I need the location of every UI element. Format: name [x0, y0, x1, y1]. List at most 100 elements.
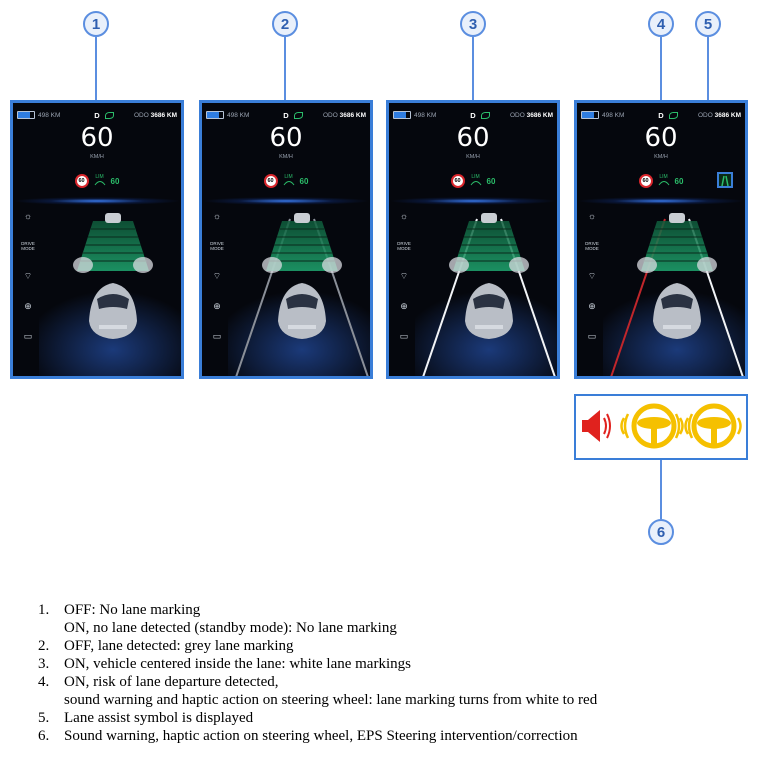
odometer: ODO 3686 KM	[510, 111, 553, 119]
callout-2: 2	[272, 11, 298, 37]
drive-mode-label: DRIVE MODE	[397, 241, 411, 251]
legend-item: 3. ON, vehicle centered inside the lane: …	[38, 655, 738, 673]
wiper-icon: ⌔	[399, 270, 409, 281]
limiter-value: 60	[674, 176, 684, 186]
ego-car-icon	[89, 283, 137, 339]
status-bar: 498 KM D ODO 3686 KM	[393, 109, 553, 121]
steering-wheel-correction-icon	[684, 403, 742, 449]
range-readout: 498 KM	[414, 111, 437, 119]
drive-mode-label: DRIVE MODE	[585, 241, 599, 251]
adas-scene	[39, 213, 181, 376]
ego-car-icon	[278, 283, 326, 339]
limiter-value: 60	[486, 176, 496, 186]
adas-scene	[228, 213, 370, 376]
range-readout: 498 KM	[38, 111, 61, 119]
gear-indicator: D	[658, 110, 664, 120]
callout-3: 3	[460, 11, 486, 37]
ego-car-icon	[465, 283, 513, 339]
legend-line: sound warning and haptic action on steer…	[64, 692, 598, 708]
limiter-icon	[283, 180, 294, 185]
legend-line: ON, no lane detected (standby mode): No …	[64, 620, 397, 636]
legend-text: OFF, lane detected: grey lane marking	[64, 637, 738, 655]
steering-wheel-vibration-icon	[620, 403, 684, 449]
gear-indicator: D	[283, 110, 289, 120]
speed-readout: 60	[644, 123, 678, 153]
odometer: ODO 3686 KM	[323, 111, 366, 119]
legend-number: 6.	[38, 728, 50, 744]
speed-unit: KM/H	[654, 154, 668, 160]
legend-line: Lane assist symbol is displayed	[64, 710, 254, 726]
side-menu: ☼ DRIVE MODE ⌔ ⊕ ▭	[579, 201, 605, 351]
lead-car-icon	[105, 213, 121, 223]
light-icon: ☼	[587, 211, 597, 221]
ego-car-icon	[653, 283, 701, 339]
lane-bars	[453, 221, 525, 271]
legend-line: OFF, lane detected: grey lane marking	[64, 638, 294, 654]
leader-line-6	[660, 460, 662, 519]
limiter-label: LIM	[658, 174, 670, 188]
speed-limit-sign: 60	[450, 174, 465, 188]
lead-car-icon	[669, 213, 685, 223]
limiter-icon	[94, 180, 105, 185]
gear-indicator: D	[94, 110, 100, 120]
legend-line: OFF: No lane marking	[64, 602, 201, 618]
limiter-label: LIM	[470, 174, 482, 188]
legend-number: 3.	[38, 656, 50, 672]
wiper-icon: ⌔	[23, 270, 33, 281]
speed-limit-row: 60 LIM 60	[577, 174, 745, 188]
callout-6: 6	[648, 519, 674, 545]
speed-limit-sign: 60	[638, 174, 653, 188]
range-readout: 498 KM	[602, 111, 625, 119]
wiper-icon: ⌔	[587, 270, 597, 281]
steering-icon: ⊕	[213, 300, 221, 311]
side-menu: ☼ DRIVE MODE ⌔ ⊕ ▭	[391, 201, 417, 351]
wiper-icon: ⌔	[212, 270, 222, 281]
camera-icon: ▭	[399, 330, 409, 341]
lane-bars	[266, 221, 338, 271]
legend-number: 2.	[38, 638, 50, 654]
legend-line: ON, risk of lane departure detected,	[64, 674, 279, 690]
lane-bars	[77, 221, 149, 271]
steering-icon: ⊕	[24, 300, 32, 311]
legend-item: 5.Lane assist symbol is displayed	[38, 709, 738, 727]
cluster-screen-4: 498 KM D ODO 3686 KM 60 KM/H 60 LIM 60 ☼…	[574, 100, 748, 379]
battery-icon	[206, 111, 224, 119]
speed-limit-row: 60 LIM 60	[389, 174, 557, 188]
speed-readout: 60	[269, 123, 303, 153]
limiter-label: LIM	[283, 174, 295, 188]
speed-limit-sign: 60	[263, 174, 278, 188]
legend-text: ON, risk of lane departure detected, soun…	[64, 673, 738, 709]
callout-4: 4	[648, 11, 674, 37]
legend-item: 4. ON, risk of lane departure detected, so…	[38, 673, 738, 709]
leader-line-4	[660, 37, 662, 100]
speed-limit-row: 60 LIM 60	[13, 174, 181, 188]
status-bar: 498 KM D ODO 3686 KM	[581, 109, 741, 121]
legend-text: ON, vehicle centered inside the lane: wh…	[64, 655, 738, 673]
camera-icon: ▭	[212, 330, 222, 341]
battery-icon	[581, 111, 599, 119]
adas-scene	[603, 213, 745, 376]
adas-scene	[415, 213, 557, 376]
eco-leaf-icon	[105, 111, 114, 119]
speed-unit: KM/H	[279, 154, 293, 160]
legend-line: ON, vehicle centered inside the lane: wh…	[64, 656, 411, 672]
side-menu: ☼ DRIVE MODE ⌔ ⊕ ▭	[204, 201, 230, 351]
leader-line-2	[284, 37, 286, 100]
cluster-screen-3: 498 KM D ODO 3686 KM 60 KM/H 60 LIM 60 ☼…	[386, 100, 560, 379]
legend-number: 4.	[38, 674, 50, 690]
speed-unit: KM/H	[90, 154, 104, 160]
legend-number: 1.	[38, 602, 50, 618]
light-icon: ☼	[23, 211, 33, 221]
lane-bars	[641, 221, 713, 271]
drive-mode-label: DRIVE MODE	[210, 241, 224, 251]
speed-readout: 60	[80, 123, 114, 153]
blue-glow-divider	[202, 197, 370, 205]
sound-warning-icon	[582, 410, 611, 442]
blue-glow-divider	[389, 197, 557, 205]
leader-line-1	[95, 37, 97, 100]
callout-1: 1	[83, 11, 109, 37]
battery-icon	[17, 111, 35, 119]
